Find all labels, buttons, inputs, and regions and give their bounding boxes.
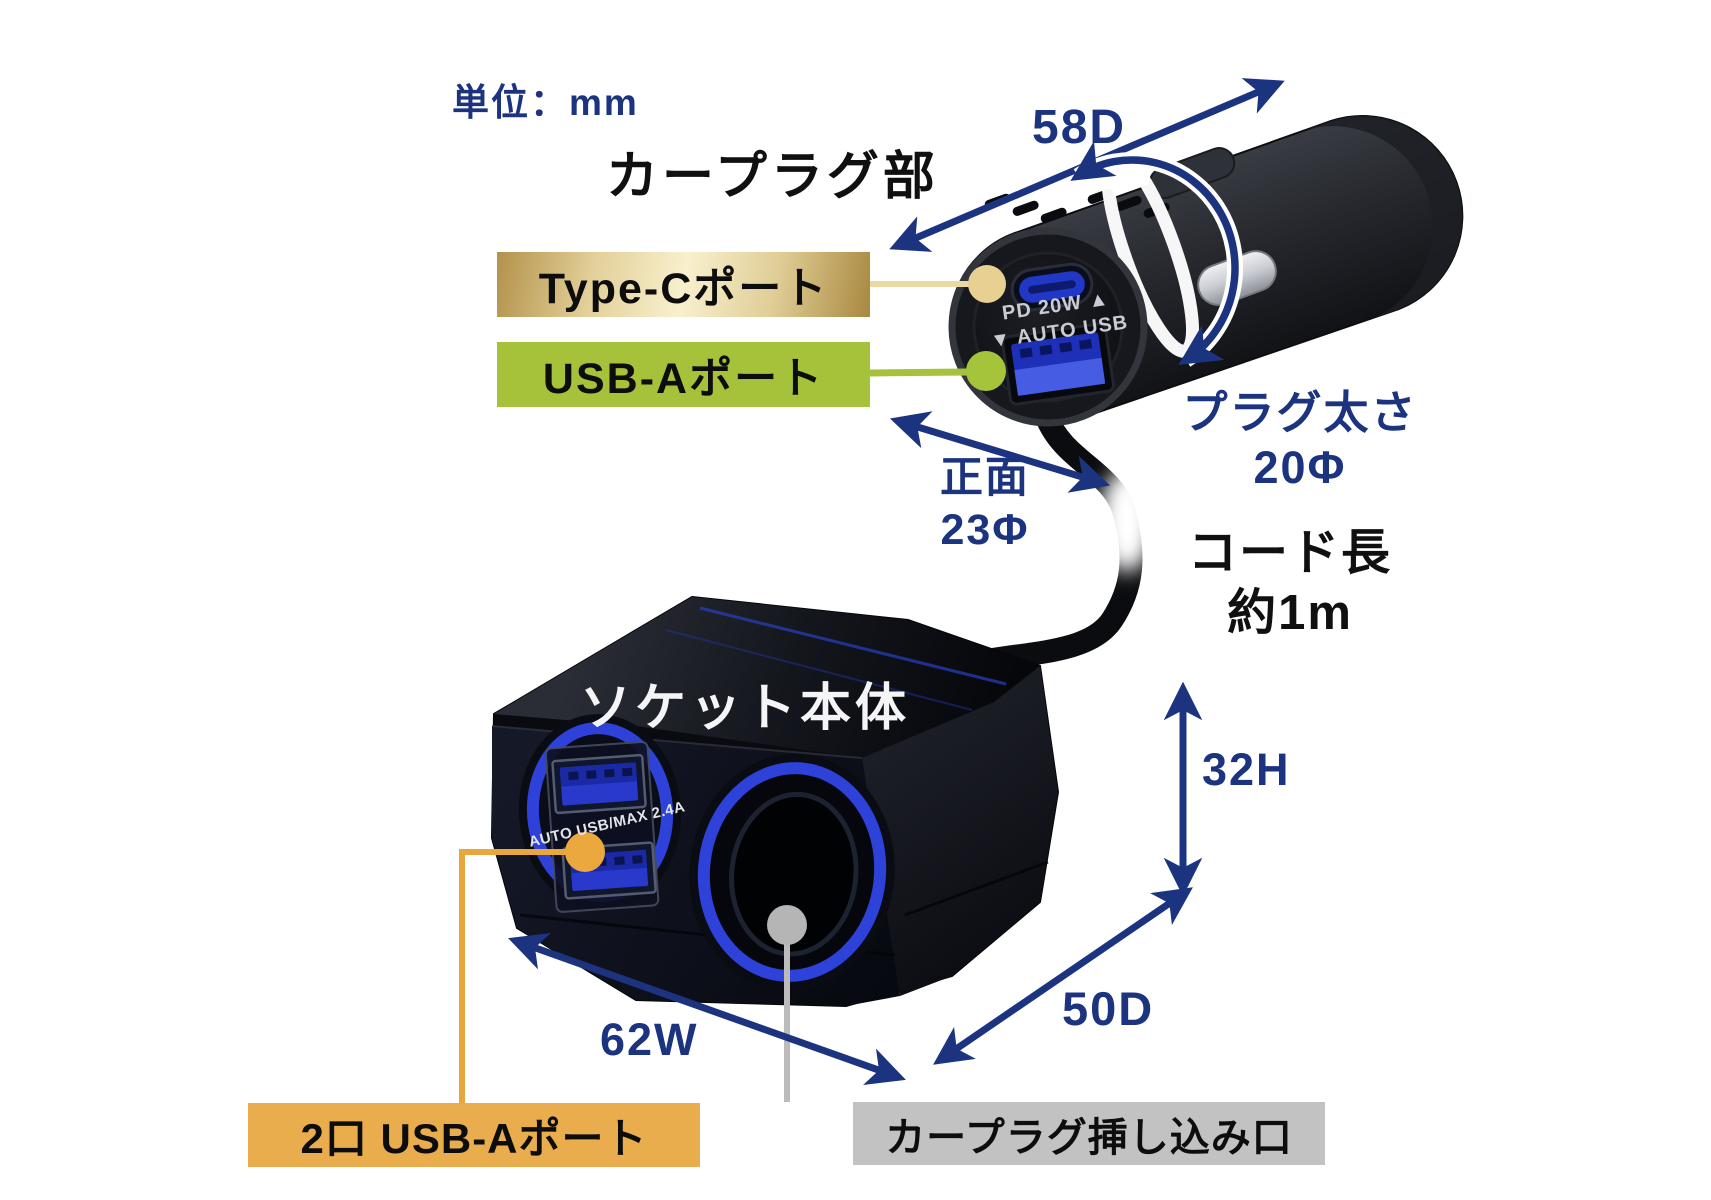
rotation-arrow-20phi (1070, 141, 1239, 365)
front-label: 正面 (940, 454, 1030, 502)
dimension-front-diameter: 正面 23Φ (880, 452, 1090, 557)
arrow-50d (933, 887, 1193, 1065)
type-c-port-label: Type-Cポート (497, 252, 870, 317)
dimension-32h: 32H (1202, 744, 1291, 795)
leader-line-dual-usb (459, 849, 585, 1103)
usb-a-port-label: USB-Aポート (497, 342, 870, 407)
dual-usb-a-label: 2口 USB-Aポート (248, 1103, 700, 1167)
arrow-23phi (889, 411, 1111, 493)
dimension-arrows (508, 78, 1285, 1086)
unit-note: 単位：mm (452, 82, 639, 123)
dimension-cord-length: コード長 約1m (1150, 524, 1430, 644)
leader-dot-inlet (767, 905, 807, 945)
socket-plug-opening (689, 753, 895, 991)
dimension-50d: 50D (1062, 982, 1155, 1035)
leader-dot-type-c (968, 265, 1006, 303)
dimension-58d: 58D (1032, 101, 1127, 154)
front-value: 23Φ (940, 506, 1030, 555)
socket-body-illustration (490, 595, 1060, 1008)
plug-thickness-label: プラグ太さ (1182, 387, 1418, 438)
dimension-plug-thickness: プラグ太さ 20Φ (1160, 386, 1440, 496)
dimension-62w: 62W (600, 1014, 699, 1065)
cord-length-value: 約1m (1227, 585, 1353, 640)
leader-dot-usb-a (966, 351, 1006, 391)
plug-thickness-value: 20Φ (1253, 441, 1347, 493)
leader-line-usb-a (869, 368, 969, 377)
arrow-62w (508, 932, 906, 1086)
car-plug-illustration (948, 114, 1464, 427)
socket-section-title: ソケット本体 (580, 679, 911, 736)
cord-length-label: コード長 (1187, 526, 1392, 580)
socket-usb-ports (518, 714, 682, 913)
cord-fade-highlight (1100, 468, 1154, 572)
plug-inlet-label: カープラグ挿し込み口 (853, 1102, 1325, 1165)
plug-section-title: カープラグ部 (606, 148, 939, 206)
leader-dot-dual-usb (565, 832, 605, 872)
